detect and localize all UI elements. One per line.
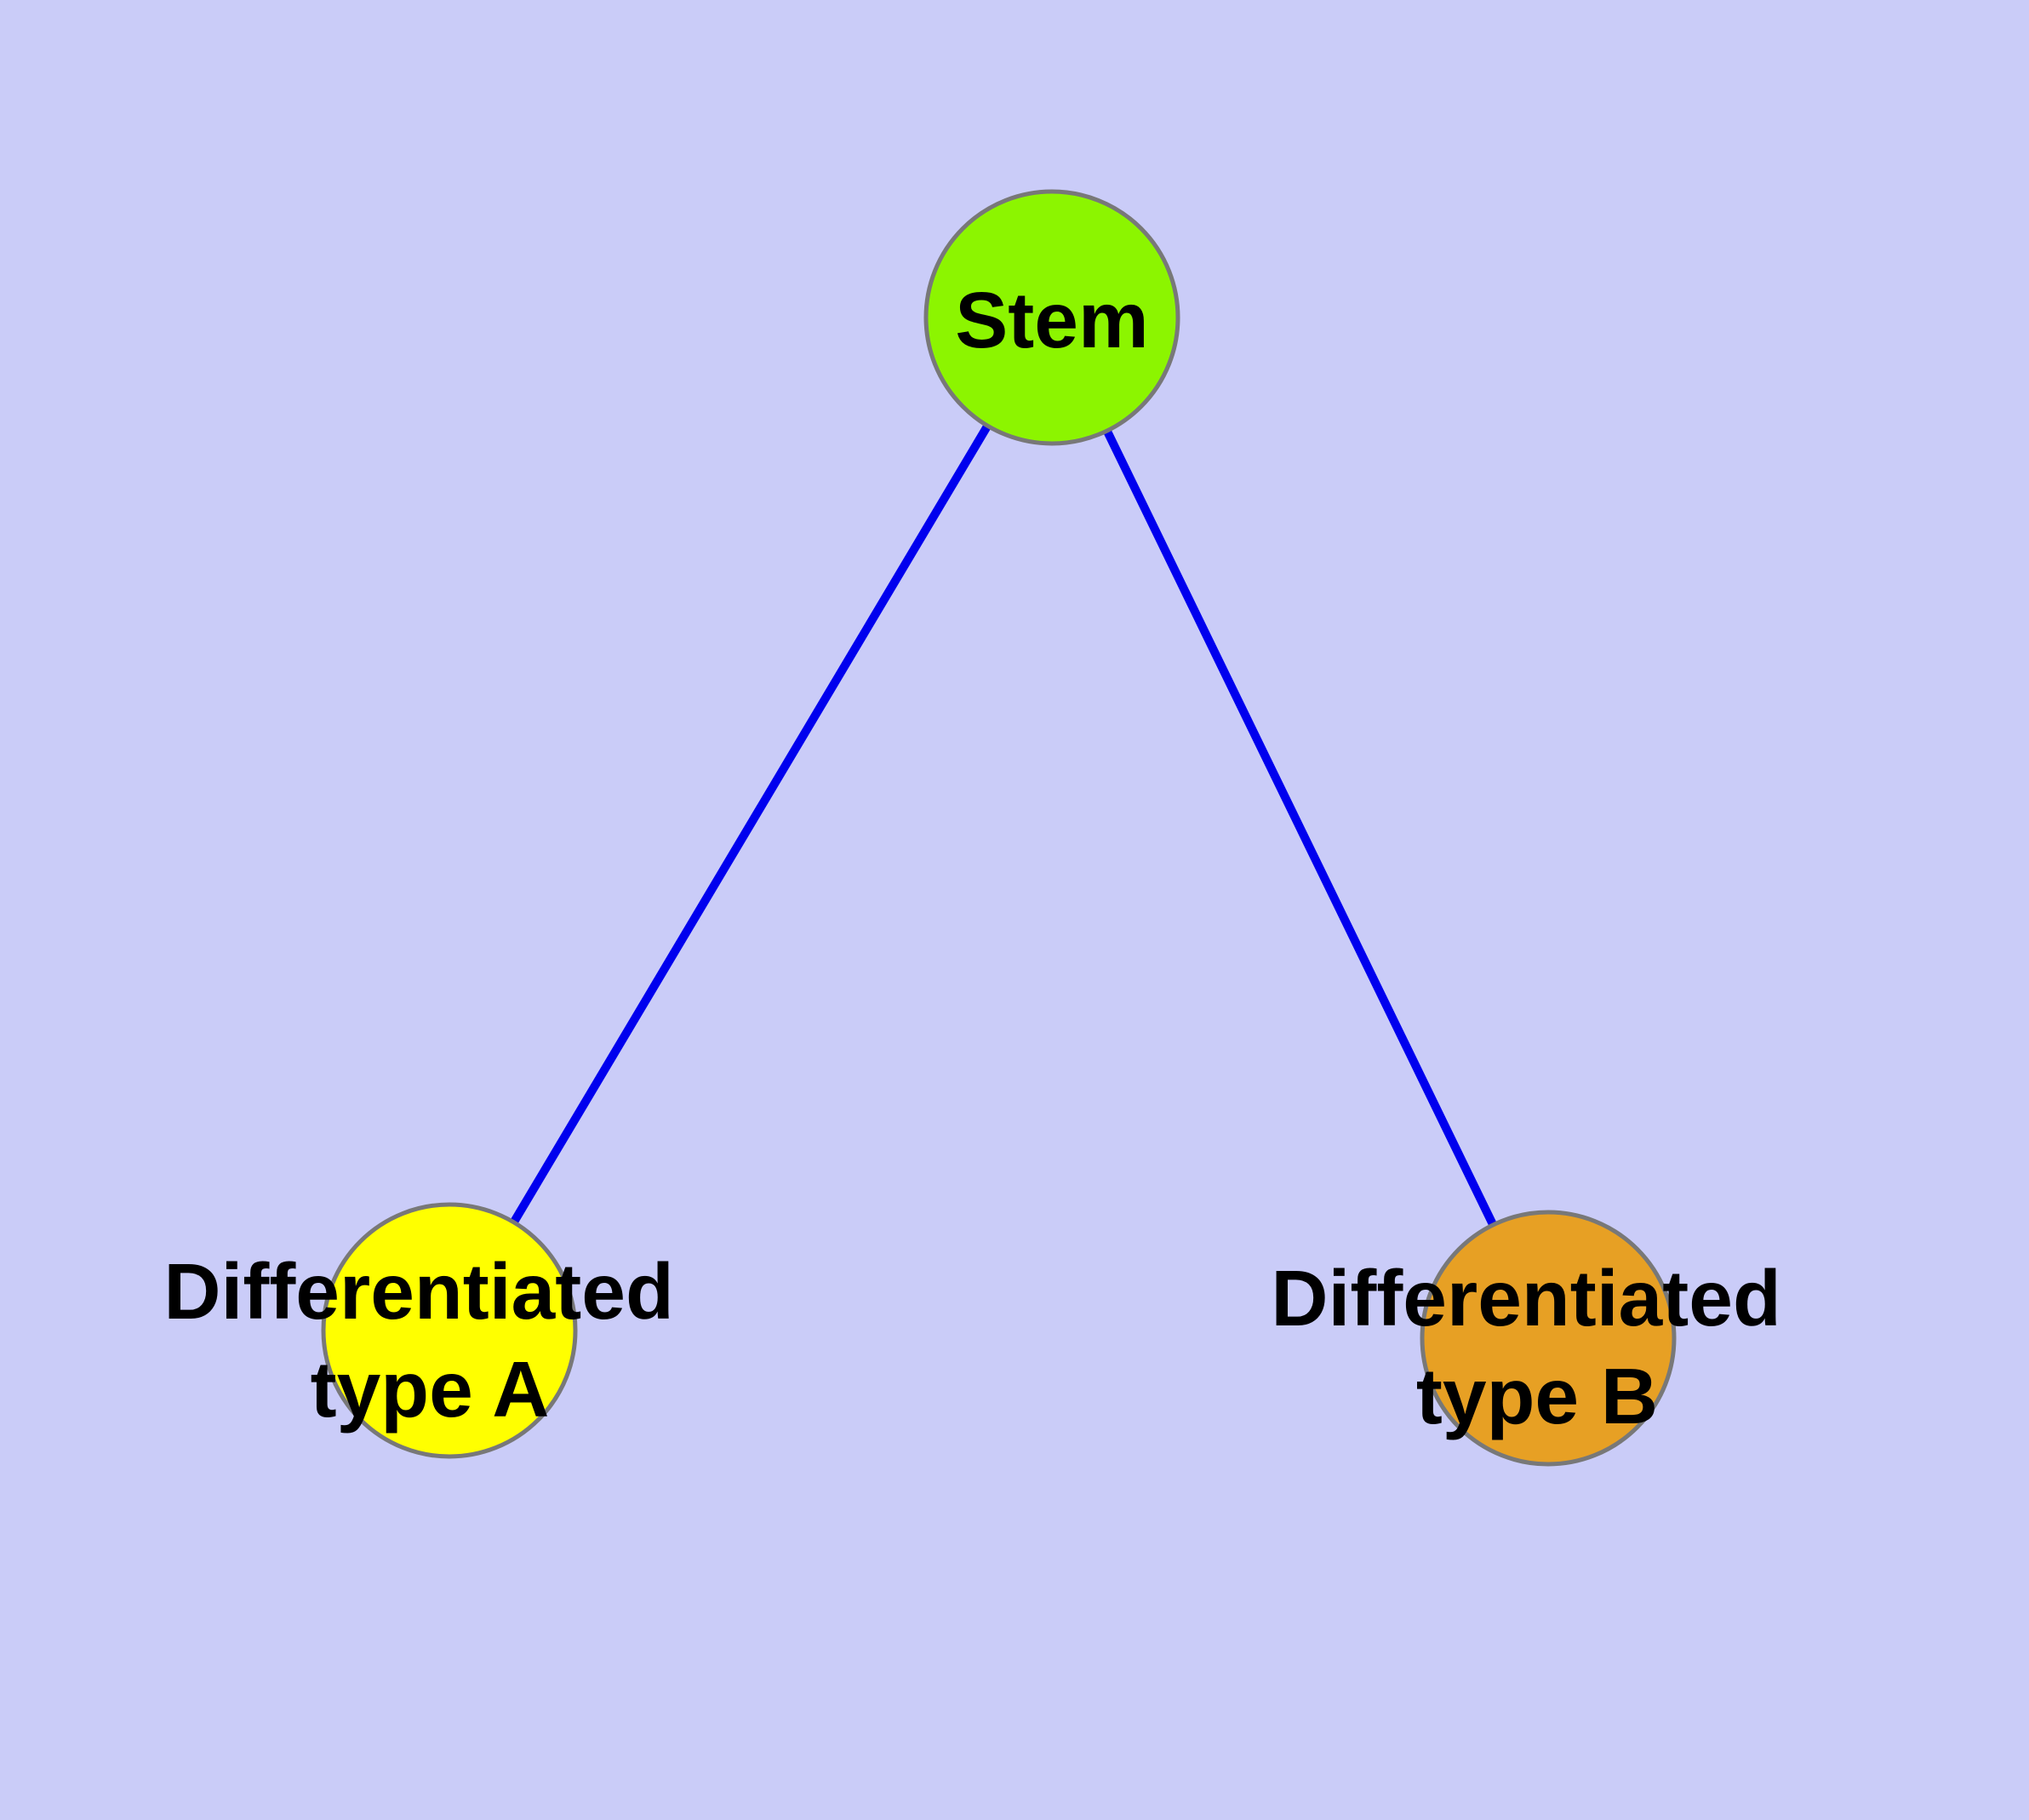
- node-stem: Stem: [923, 189, 1180, 446]
- type-a-label-line1: Differentiated: [163, 1247, 673, 1336]
- edge-group: [445, 315, 1552, 1341]
- type-b-label-line1: Differentiated: [1271, 1254, 1780, 1342]
- type-a-label-line2: type A: [311, 1345, 550, 1434]
- type-b-node-label: Differentiated type B: [1271, 1254, 1803, 1440]
- type-b-label-line2: type B: [1416, 1352, 1658, 1440]
- type-b-node-circle: [1420, 1210, 1677, 1467]
- stem-node-label: Stem: [955, 276, 1148, 364]
- stem-node-circle: [923, 189, 1180, 446]
- edge-stem-to-type-b: [1048, 315, 1552, 1341]
- node-differentiated-type-a: Differentiated type A: [163, 1202, 695, 1459]
- type-a-node-circle: [321, 1202, 578, 1459]
- edge-stem-to-type-a: [445, 315, 1056, 1333]
- node-differentiated-type-b: Differentiated type B: [1271, 1210, 1803, 1467]
- type-a-node-label: Differentiated type A: [163, 1247, 695, 1434]
